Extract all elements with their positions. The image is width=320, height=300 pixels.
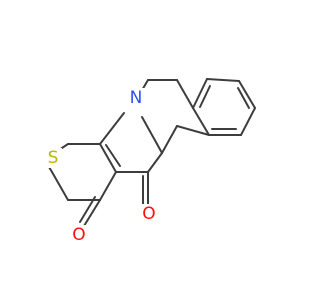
bond	[51, 171, 69, 201]
oxygen-atom-label: O	[142, 204, 155, 224]
molecule-structure: N S O O	[44, 78, 256, 245]
sulfur-atom-label: S	[48, 148, 59, 168]
atom-labels: N S O O	[44, 88, 158, 245]
bond	[147, 152, 163, 173]
bond	[176, 79, 194, 109]
bond	[238, 80, 256, 109]
nitrogen-atom-label: N	[130, 88, 143, 108]
bond	[192, 78, 208, 109]
bond	[99, 171, 117, 201]
bond-double-inner	[237, 87, 250, 109]
bond-skeleton	[51, 78, 256, 201]
bond	[79, 196, 96, 223]
carbonyl-bonds	[79, 171, 149, 227]
bond-double-inner	[199, 85, 211, 108]
bond	[99, 112, 125, 145]
bond	[161, 125, 178, 154]
bond	[192, 107, 210, 136]
bond	[83, 199, 101, 227]
bond	[141, 116, 163, 154]
bond	[240, 107, 256, 136]
bond	[99, 143, 117, 173]
bond	[176, 125, 210, 136]
bond	[206, 78, 240, 82]
bond-double	[105, 144, 121, 167]
oxygen-atom-label: O	[72, 225, 85, 245]
